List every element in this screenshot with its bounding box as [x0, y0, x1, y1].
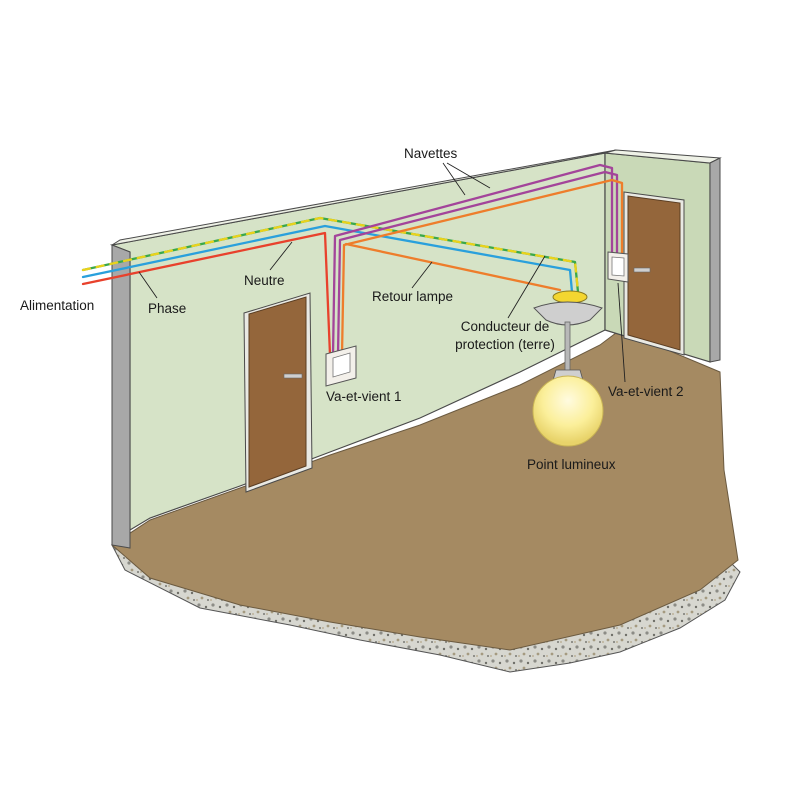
leader-navettes-2	[446, 162, 491, 189]
switch-va-et-vient-1	[325, 345, 357, 387]
leader-retour-lampe	[411, 261, 433, 289]
door-left-handle	[283, 373, 303, 379]
leader-conducteur	[507, 255, 546, 319]
leader-lines	[138, 162, 626, 383]
wire-navette-1	[331, 163, 614, 357]
leader-navettes	[442, 162, 466, 196]
door-left	[248, 296, 307, 488]
door-right	[627, 195, 681, 351]
label-neutre: Neutre	[244, 273, 285, 288]
left-wall-end	[111, 244, 131, 549]
lamp-junction-box	[552, 290, 588, 304]
right-wall-end	[709, 157, 721, 363]
wire-phase	[81, 231, 332, 357]
lamp-canopy	[533, 301, 603, 326]
leader-neutre	[269, 241, 293, 271]
wire-navette-2	[336, 170, 619, 357]
wire-neutre	[81, 224, 574, 294]
lamp-globe	[532, 375, 604, 447]
label-point-lumineux: Point lumineux	[527, 457, 616, 472]
leader-va-et-vient-2	[617, 282, 626, 383]
wires	[81, 163, 624, 357]
label-conducteur-line2: protection (terre)	[455, 337, 555, 352]
label-navettes: Navettes	[404, 146, 458, 161]
switch-va-et-vient-2	[607, 251, 629, 283]
wire-retour-lampe	[340, 178, 624, 357]
wire-terre-stripe	[81, 216, 580, 294]
label-phase: Phase	[148, 301, 187, 316]
label-va-et-vient-1: Va-et-vient 1	[326, 389, 402, 404]
door-right-handle	[633, 267, 651, 273]
wire-retour-lampe-2	[344, 242, 562, 292]
label-alimentation: Alimentation	[20, 298, 95, 313]
label-va-et-vient-2: Va-et-vient 2	[608, 384, 684, 399]
leader-phase	[138, 271, 158, 299]
label-retour-lampe: Retour lampe	[372, 289, 454, 304]
label-conducteur-line1: Conducteur de	[460, 319, 550, 334]
lamp-point-lumineux	[532, 290, 604, 447]
